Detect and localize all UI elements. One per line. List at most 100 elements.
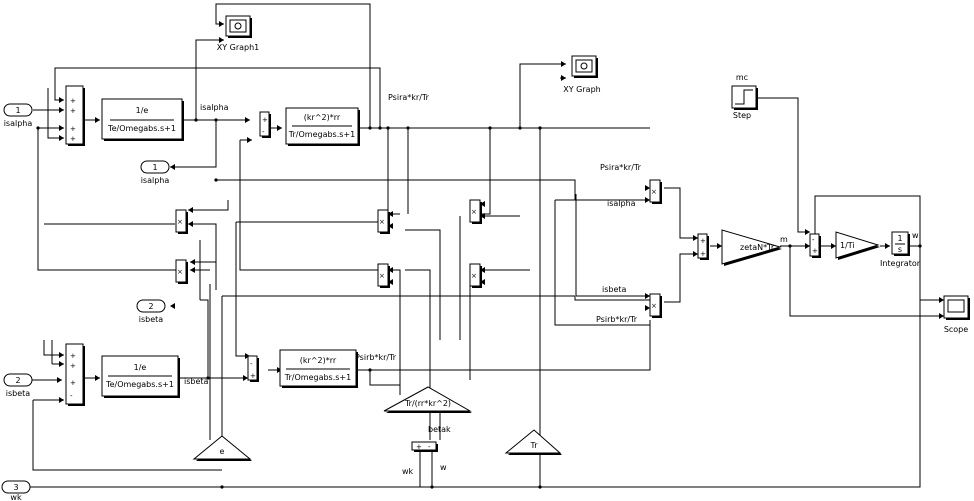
tf-top2-numerator: (kr^2)*rr xyxy=(304,113,341,122)
gain-ti[interactable]: 1/Ti xyxy=(835,231,880,260)
sum2-sign-1: + xyxy=(262,116,268,124)
sum-block-7[interactable]: + - xyxy=(411,441,438,452)
inport-1-number: 1 xyxy=(15,106,20,115)
gain-e-text: e xyxy=(220,447,225,456)
outport-1[interactable]: 1 isalpha xyxy=(140,160,170,185)
step-block[interactable]: mc Step xyxy=(731,73,758,120)
signal-isbeta-bot: isbeta xyxy=(184,377,209,386)
product-block-1[interactable]: × xyxy=(175,209,188,234)
tf-top2-denominator: Tr/Omegabs.s+1 xyxy=(288,130,355,139)
sum1-sign-3: + xyxy=(70,125,76,133)
tf-bot1-denominator: Te/Omegabs.s+1 xyxy=(105,380,174,389)
integrator-numerator: 1 xyxy=(897,234,902,243)
tf-top1-denominator: Te/Omegabs.s+1 xyxy=(107,124,176,133)
svg-text:×: × xyxy=(177,218,183,226)
signal-m: m xyxy=(780,235,788,244)
signal-betak: betak xyxy=(428,425,451,434)
sum6-sign-1: - xyxy=(812,236,815,244)
product-block-2[interactable]: × xyxy=(175,259,188,284)
inport-1[interactable]: 1 isalpha xyxy=(3,103,33,128)
tf-bot2-numerator: (kr^2)*rr xyxy=(300,356,337,365)
svg-text:×: × xyxy=(379,272,385,280)
gain-tr-rr-kr[interactable]: Tr/(rr*kr^2) xyxy=(383,386,472,413)
product-block-8[interactable]: × xyxy=(649,293,662,318)
sum6-sign-2: + xyxy=(812,247,818,255)
signal-psirbeta-mul: Psirb*kr/Tr xyxy=(596,315,638,324)
inport-3[interactable]: 3 wk xyxy=(1,480,31,501)
gain-zeta-text: zetaN*Tr xyxy=(740,243,775,252)
tf-top1-numerator: 1/e xyxy=(136,106,149,115)
step-top-label: mc xyxy=(736,73,748,82)
outport-1-label: isalpha xyxy=(141,176,170,185)
outport-2[interactable]: 2 isbeta xyxy=(136,299,166,324)
transfer-fcn-top-1[interactable]: 1/e Te/Omegabs.s+1 xyxy=(101,98,184,141)
transfer-fcn-bottom-2[interactable]: (kr^2)*rr Tr/Omegabs.s+1 xyxy=(279,349,358,388)
product-block-7[interactable]: × xyxy=(649,179,662,204)
outport-2-number: 2 xyxy=(148,302,153,311)
inport-2-number: 2 xyxy=(15,376,20,385)
sum1-sign-1: + xyxy=(70,97,76,105)
sum-block-6[interactable]: - + xyxy=(809,233,821,258)
sum-block-3[interactable]: + + xyxy=(697,233,709,260)
signal-psiralpha-mul: Psira*kr/Tr xyxy=(600,163,642,172)
tf-bot2-denominator: Tr/Omegabs.s+1 xyxy=(284,373,351,382)
transfer-fcn-bottom-1[interactable]: 1/e Te/Omegabs.s+1 xyxy=(101,355,180,398)
integrator[interactable]: 1 s Integrator xyxy=(880,231,921,268)
gain-e[interactable]: e xyxy=(192,435,252,461)
xy-graph-2-label: XY Graph xyxy=(563,85,600,94)
gain-tr[interactable]: Tr xyxy=(504,429,562,455)
svg-text:×: × xyxy=(651,188,657,196)
inport-2[interactable]: 2 isbeta xyxy=(3,373,33,398)
gain-tr-rr-kr-text: Tr/(rr*kr^2) xyxy=(404,399,451,408)
signal-isbeta-mul: isbeta xyxy=(602,285,627,294)
signal-isalpha-mul: isalpha xyxy=(607,199,636,208)
gain-zeta[interactable]: zetaN*Tr xyxy=(721,229,782,266)
junction-dots xyxy=(36,118,922,489)
signal-psiralpha-top: Psira*kr/Tr xyxy=(388,93,430,102)
gain-tr-text: Tr xyxy=(530,441,539,450)
transfer-fcn-top-2[interactable]: (kr^2)*rr Tr/Omegabs.s+1 xyxy=(285,107,360,146)
product-block-5[interactable]: × xyxy=(469,199,482,224)
sum-block-5[interactable]: + + + - xyxy=(65,343,85,406)
inport-1-label: isalpha xyxy=(4,119,33,128)
sum7-sign-2: - xyxy=(428,443,431,451)
tf-bot1-numerator: 1/e xyxy=(134,363,147,372)
sum-block-4[interactable]: - + xyxy=(247,355,259,382)
sum-block-2[interactable]: + - xyxy=(259,111,271,138)
signal-wk: wk xyxy=(402,467,414,476)
scope[interactable]: Scope xyxy=(943,295,970,334)
product-block-4[interactable]: × xyxy=(377,263,390,288)
sum3-sign-2: + xyxy=(700,250,706,258)
signal-psirbeta-bot: Psirb*kr/Tr xyxy=(355,353,397,362)
product-block-3[interactable]: × xyxy=(377,209,390,234)
svg-text:×: × xyxy=(471,272,477,280)
integrator-denominator: s xyxy=(898,245,902,254)
integrator-label: Integrator xyxy=(880,259,921,268)
wires xyxy=(16,3,944,488)
inport-3-number: 3 xyxy=(13,483,18,492)
inport-2-label: isbeta xyxy=(6,389,31,398)
sum-block-1[interactable]: + + + + xyxy=(65,85,85,146)
outport-2-label: isbeta xyxy=(139,315,164,324)
sum7-sign-1: + xyxy=(416,443,422,451)
sum4-sign-2: + xyxy=(250,372,256,380)
product-block-6[interactable]: × xyxy=(469,263,482,288)
inport-3-label: wk xyxy=(10,493,22,501)
sum5-sign-4: - xyxy=(70,392,73,400)
sum1-sign-2: + xyxy=(70,107,76,115)
arrowheads xyxy=(57,21,944,449)
sum5-sign-1: + xyxy=(70,352,76,360)
xy-graph-2[interactable]: XY Graph xyxy=(563,55,601,94)
sum5-sign-2: + xyxy=(70,362,76,370)
sum5-sign-3: + xyxy=(70,379,76,387)
xy-graph-1[interactable]: XY Graph1 xyxy=(217,15,260,52)
svg-text:×: × xyxy=(471,208,477,216)
signal-w-out: w xyxy=(912,231,919,240)
sum4-sign-1: - xyxy=(250,360,253,368)
scope-label: Scope xyxy=(944,325,968,334)
svg-text:×: × xyxy=(379,218,385,226)
xy-graph-1-label: XY Graph1 xyxy=(217,43,260,52)
sum3-sign-1: + xyxy=(700,237,706,245)
sum1-sign-4: + xyxy=(70,135,76,143)
gain-ti-text: 1/Ti xyxy=(840,241,855,250)
